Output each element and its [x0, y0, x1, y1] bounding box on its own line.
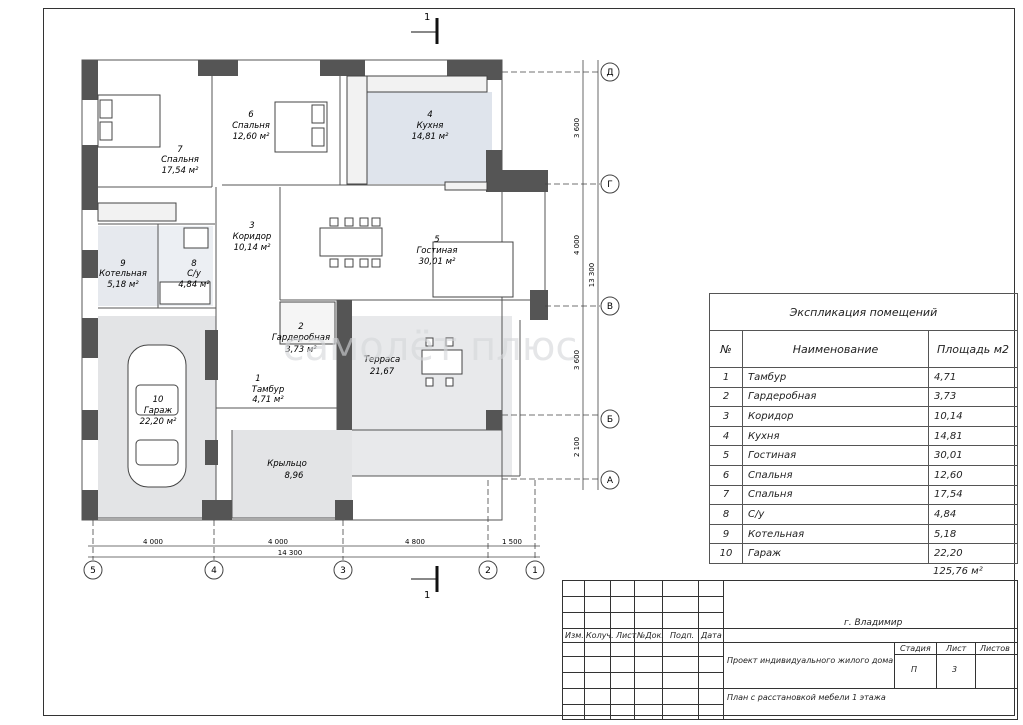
- svg-text:Гардеробная: Гардеробная: [272, 333, 330, 343]
- porch-floor: [232, 430, 352, 518]
- svg-text:3: 3: [249, 221, 254, 231]
- section-mark-top: 1: [411, 12, 439, 44]
- title-block: г. Владимир Изм. Колуч. Лист №Док. Подп.…: [562, 580, 1018, 720]
- svg-text:Г: Г: [607, 180, 613, 190]
- svg-text:4,84 м²: 4,84 м²: [178, 280, 210, 290]
- table-header-row: № Наименование Площадь м2: [709, 330, 1018, 368]
- svg-text:4 800: 4 800: [405, 538, 425, 546]
- svg-text:12,60 м²: 12,60 м²: [233, 132, 270, 142]
- watermark: самолёт плюс: [283, 324, 578, 370]
- svg-text:3,73 м²: 3,73 м²: [285, 345, 317, 355]
- dim-lines-bottom: [88, 545, 540, 558]
- svg-text:3: 3: [340, 566, 346, 576]
- axis-number-labels: 5 4 3 2 1: [90, 566, 538, 576]
- svg-text:2: 2: [298, 322, 303, 332]
- svg-text:8,96: 8,96: [285, 471, 305, 481]
- svg-text:Гараж: Гараж: [144, 406, 173, 416]
- stamp-project: Проект индивидуального жилого дома: [727, 656, 894, 665]
- furniture: [97, 75, 514, 488]
- svg-text:1: 1: [532, 566, 538, 576]
- svg-text:5,18 м²: 5,18 м²: [107, 280, 139, 290]
- axis-lines-vertical: [92, 480, 536, 560]
- svg-text:Коридор: Коридор: [233, 232, 272, 242]
- axis-lines-horizontal: [502, 71, 600, 480]
- svg-text:Гостиная: Гостиная: [417, 246, 458, 256]
- svg-text:Б: Б: [607, 415, 613, 425]
- explication-title: Экспликация помещений: [709, 293, 1018, 331]
- svg-text:Д: Д: [606, 68, 613, 78]
- svg-text:Котельная: Котельная: [99, 269, 147, 279]
- svg-text:5: 5: [90, 566, 96, 576]
- svg-text:21,67: 21,67: [370, 367, 395, 377]
- svg-text:Крыльцо: Крыльцо: [267, 459, 307, 469]
- svg-text:4 000: 4 000: [143, 538, 163, 546]
- svg-text:10: 10: [153, 395, 164, 405]
- axis-bubbles-numbers: [83, 560, 545, 580]
- svg-text:22,20 м²: 22,20 м²: [140, 417, 177, 427]
- svg-text:Кухня: Кухня: [417, 121, 444, 131]
- svg-text:7: 7: [177, 145, 183, 155]
- svg-text:4: 4: [427, 110, 432, 120]
- svg-text:2 100: 2 100: [573, 437, 581, 457]
- section-mark-top-label: 1: [424, 12, 430, 23]
- svg-text:9: 9: [120, 259, 125, 269]
- svg-text:3 600: 3 600: [573, 350, 581, 370]
- svg-text:Спальня: Спальня: [232, 121, 270, 131]
- svg-text:Терраса: Терраса: [364, 355, 400, 365]
- section-mark-bottom-label: 1: [424, 590, 430, 601]
- axis-letter-labels: Д Г В Б А: [606, 68, 613, 486]
- dim-lines-right: [582, 60, 599, 490]
- stamp-drawing: План с расстановкой мебели 1 этажа: [727, 693, 886, 702]
- section-mark-bottom: 1: [411, 566, 439, 601]
- dim-labels-right: 3 600 4 000 3 600 2 100 13 300: [573, 118, 596, 457]
- svg-text:4 000: 4 000: [573, 235, 581, 255]
- svg-text:13 300: 13 300: [588, 263, 596, 288]
- svg-text:8: 8: [191, 259, 197, 269]
- svg-text:14 300: 14 300: [278, 549, 303, 557]
- svg-text:6: 6: [248, 110, 254, 120]
- room-labels: 7 Спальня 17,54 м² 6 Спальня 12,60 м² 4 …: [99, 110, 457, 481]
- svg-text:4 000: 4 000: [268, 538, 288, 546]
- explication-total: 125,76 м²: [933, 566, 983, 577]
- svg-text:С/у: С/у: [187, 269, 202, 279]
- svg-text:А: А: [607, 476, 614, 486]
- svg-text:2: 2: [485, 566, 491, 576]
- svg-text:4,71 м²: 4,71 м²: [252, 395, 284, 405]
- svg-text:10,14 м²: 10,14 м²: [234, 243, 271, 253]
- svg-text:1 500: 1 500: [502, 538, 522, 546]
- explication-table: Экспликация помещений № Наименование Пло…: [709, 293, 1018, 564]
- axis-bubbles-letters: [600, 62, 620, 490]
- kitchen-floor: [367, 92, 492, 184]
- svg-text:17,54 м²: 17,54 м²: [162, 166, 199, 176]
- svg-text:3 600: 3 600: [573, 118, 581, 138]
- svg-text:4: 4: [211, 566, 217, 576]
- svg-text:В: В: [607, 302, 613, 312]
- stamp-city: г. Владимир: [844, 618, 903, 628]
- svg-text:Спальня: Спальня: [161, 155, 199, 165]
- svg-text:14,81 м²: 14,81 м²: [412, 132, 449, 142]
- svg-text:Тамбур: Тамбур: [252, 385, 284, 395]
- svg-text:30,01 м²: 30,01 м²: [419, 257, 456, 267]
- svg-text:1: 1: [255, 374, 260, 384]
- svg-text:5: 5: [434, 235, 439, 245]
- dim-labels-bottom: 4 000 4 000 4 800 1 500 14 300: [143, 538, 522, 557]
- wall-columns: [82, 60, 548, 520]
- boiler-floor: [98, 226, 158, 306]
